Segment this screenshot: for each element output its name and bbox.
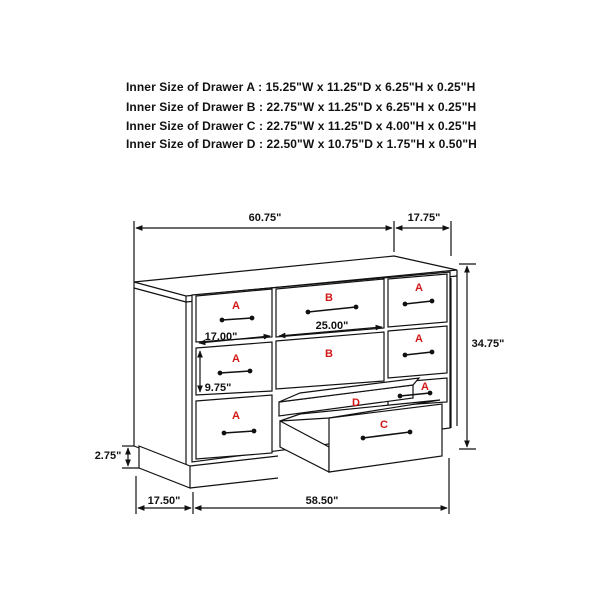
drawer-b-mid bbox=[275, 331, 385, 390]
dim-drawer-b-width: 25.00" bbox=[316, 320, 349, 332]
drawer-b-top bbox=[275, 278, 385, 338]
dim-height: 34.75" bbox=[472, 338, 505, 350]
spec-drawer-a: Inner Size of Drawer A : 15.25"W x 11.25… bbox=[126, 80, 476, 94]
dim-leg-height: 2.75" bbox=[95, 450, 122, 462]
handle-icon bbox=[305, 304, 359, 315]
drawer-label: A bbox=[415, 333, 423, 345]
drawer-label: A bbox=[421, 381, 429, 393]
handle-icon bbox=[397, 390, 433, 399]
dim-top-width: 60.75" bbox=[249, 212, 282, 224]
drawer-label: C bbox=[380, 419, 388, 431]
dim-drawer-a-height: 9.75" bbox=[205, 382, 232, 394]
dim-line-drawer-a-width bbox=[198, 333, 271, 346]
dim-base-depth: 17.50" bbox=[148, 495, 181, 507]
dresser-plinth bbox=[138, 445, 191, 489]
drawer-label: A bbox=[232, 300, 240, 312]
drawer-label: D bbox=[352, 397, 360, 409]
drawer-a-mid-right bbox=[387, 325, 448, 379]
spec-drawer-d: Inner Size of Drawer D : 22.50"W x 10.75… bbox=[126, 137, 477, 151]
drawer-label: B bbox=[325, 348, 333, 360]
drawer-label: A bbox=[415, 282, 423, 294]
drawer-label: A bbox=[232, 353, 240, 365]
drawer-c-open bbox=[328, 403, 443, 473]
drawer-a-top-right bbox=[387, 273, 448, 328]
drawer-label: A bbox=[232, 410, 240, 422]
handle-icon bbox=[219, 315, 255, 323]
spec-drawer-c: Inner Size of Drawer C : 22.75"W x 11.25… bbox=[126, 119, 477, 133]
dim-drawer-a-width: 17.00" bbox=[205, 331, 238, 343]
handle-icon bbox=[360, 429, 413, 441]
dim-top-depth: 17.75" bbox=[408, 212, 441, 224]
drawer-label: B bbox=[325, 292, 333, 304]
drawer-a-top-left bbox=[195, 288, 273, 343]
handle-icon bbox=[217, 368, 253, 376]
dim-base-width: 58.50" bbox=[306, 495, 339, 507]
dim-line-drawer-b-width bbox=[278, 324, 383, 339]
drawer-handles bbox=[217, 298, 435, 441]
spec-drawer-b: Inner Size of Drawer B : 22.75"W x 11.25… bbox=[126, 100, 477, 114]
handle-icon bbox=[402, 349, 435, 358]
drawer-a-bottom-left bbox=[195, 394, 273, 460]
handle-icon bbox=[402, 298, 435, 307]
handle-icon bbox=[221, 428, 257, 436]
